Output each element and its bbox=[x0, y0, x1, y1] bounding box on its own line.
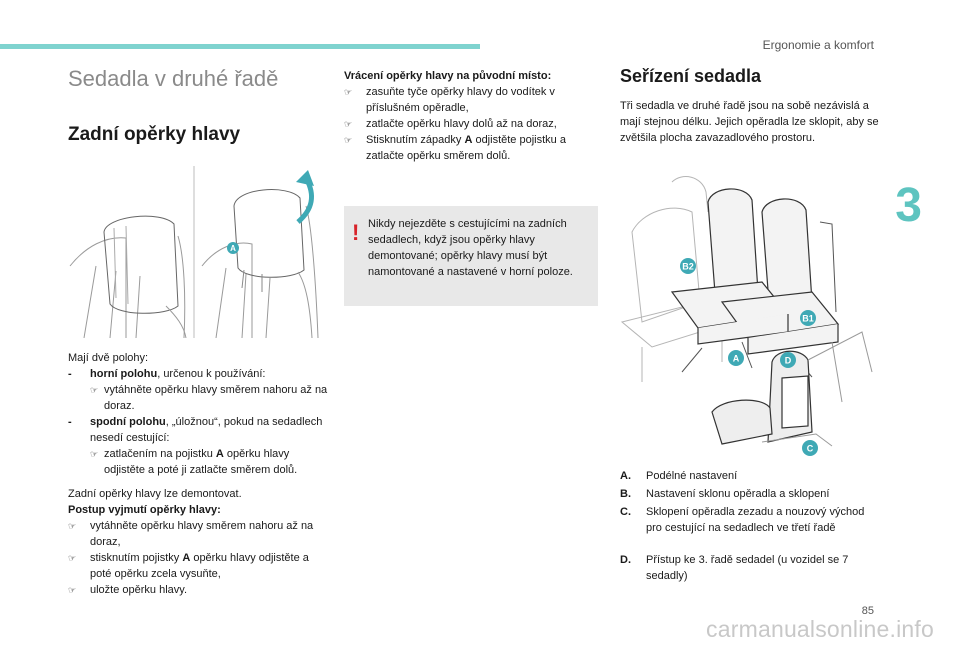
positions-intro: Mají dvě polohy: bbox=[68, 352, 149, 364]
subsection-title: Zadní opěrky hlavy bbox=[68, 124, 241, 145]
label-c: C bbox=[807, 444, 814, 454]
pointing-finger-icon: ☞ bbox=[68, 521, 77, 531]
seat-adjustment-title: Seřízení sedadla bbox=[620, 66, 762, 86]
removal-title: Postup vyjmutí opěrky hlavy: bbox=[68, 504, 221, 516]
pointing-finger-icon: ☞ bbox=[344, 119, 353, 129]
seats-illustration: B2 B1 A D C bbox=[620, 176, 873, 456]
label-b2: B2 bbox=[682, 262, 694, 272]
watermark: carmanualsonline.info bbox=[706, 616, 934, 642]
warning-note: ! Nikdy nejezděte s cestujícími na zadní… bbox=[344, 206, 598, 306]
legend-item: D.Přístup ke 3. řadě sedadel (u vozidel … bbox=[620, 554, 849, 582]
upper-step: ☞vytáhněte opěrku hlavy směrem nahoru až… bbox=[90, 384, 328, 412]
seat-intro: Tři sedadla ve druhé řadě jsou na sobě n… bbox=[620, 100, 879, 144]
page-number: 85 bbox=[861, 605, 874, 617]
removal-step: ☞uložte opěrku hlavy. bbox=[68, 584, 188, 596]
header-accent-bar bbox=[0, 44, 480, 49]
return-step: ☞zatlačte opěrku hlavy dolů až na doraz, bbox=[344, 118, 557, 130]
pointing-finger-icon: ☞ bbox=[344, 87, 353, 97]
return-step: ☞zasuňte tyče opěrky hlavy do vodítek v … bbox=[344, 86, 555, 114]
return-title: Vrácení opěrky hlavy na původní místo: bbox=[344, 70, 552, 82]
pointing-finger-icon: ☞ bbox=[68, 553, 77, 563]
warning-text: Nikdy nejezděte s cestujícími na zadních… bbox=[368, 218, 573, 278]
pointing-finger-icon: ☞ bbox=[344, 135, 353, 145]
lower-step: ☞zatlačením na pojistku A opěrku hlavy o… bbox=[90, 448, 298, 476]
legend-item: C.Sklopení opěradla zezadu a nouzový výc… bbox=[620, 506, 865, 534]
pointing-finger-icon: ☞ bbox=[90, 385, 99, 395]
section-title: Sedadla v druhé řadě bbox=[68, 66, 279, 91]
positions-block: Mají dvě polohy: -horní polohu, určenou … bbox=[68, 350, 328, 478]
removal-step: ☞vytáhněte opěrku hlavy směrem nahoru až… bbox=[68, 520, 314, 548]
label-a-marker bbox=[227, 242, 239, 254]
chapter-title: Ergonomie a komfort bbox=[762, 38, 874, 52]
chapter-number: 3 bbox=[895, 179, 922, 232]
headrest-illustration: A bbox=[69, 166, 319, 338]
exclamation-icon: ! bbox=[352, 220, 360, 245]
legend-item: A.Podélné nastavení bbox=[620, 470, 738, 482]
label-a: A bbox=[733, 354, 740, 364]
figure-callouts: B2 B1 A D C bbox=[680, 258, 818, 456]
removable-note: Zadní opěrky hlavy lze demontovat. bbox=[68, 488, 242, 500]
return-step: ☞Stisknutím západky A odjistěte pojistku… bbox=[344, 134, 566, 162]
removal-step: ☞stisknutím pojistky A opěrku hlavy odji… bbox=[68, 552, 309, 580]
removal-block: Zadní opěrky hlavy lze demontovat. Postu… bbox=[68, 486, 328, 598]
return-block: Vrácení opěrky hlavy na původní místo: ☞… bbox=[344, 68, 598, 164]
label-d: D bbox=[785, 356, 792, 366]
label-b1: B1 bbox=[802, 314, 814, 324]
lower-position: -spodní polohu, „úložnou“, pokud na seda… bbox=[68, 416, 323, 444]
upper-position: -horní polohu, určenou k používání: bbox=[68, 368, 266, 380]
pointing-finger-icon: ☞ bbox=[68, 585, 77, 595]
legend-item: B.Nastavení sklonu opěradla a sklopení bbox=[620, 488, 830, 500]
figure-label-a: A bbox=[230, 244, 236, 253]
pointing-finger-icon: ☞ bbox=[90, 449, 99, 459]
